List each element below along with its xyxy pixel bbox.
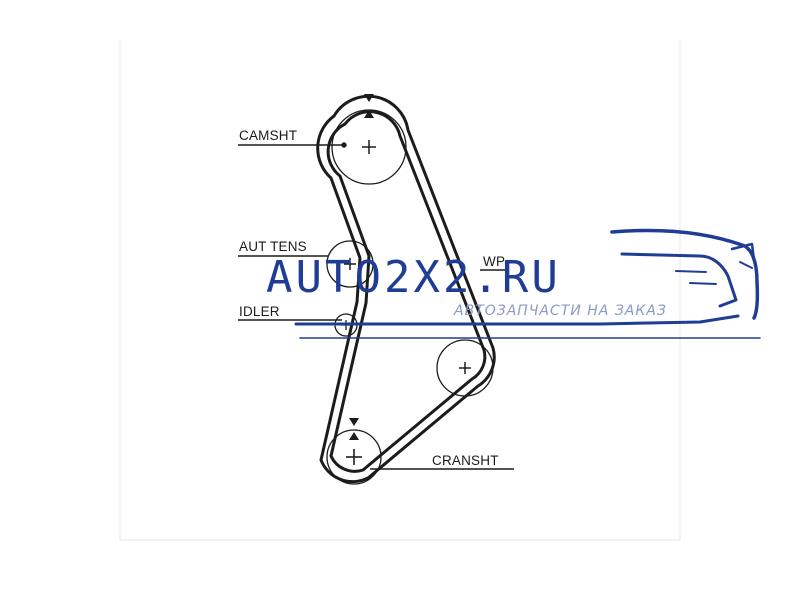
auto-tensioner-pulley bbox=[326, 240, 374, 288]
belt-inner-edge bbox=[326, 110, 487, 473]
center-cross-icon bbox=[346, 449, 362, 465]
watermark-logo: AUTO2X2.RU АВТОЗАПЧАСТИ НА ЗАКАЗ bbox=[266, 228, 761, 339]
center-cross-icon bbox=[344, 258, 356, 270]
watermark-brand: AUTO2X2.RU bbox=[266, 252, 561, 303]
camshaft-pulley bbox=[331, 94, 407, 185]
timing-mark-icon bbox=[349, 418, 359, 426]
label-water-pump: WP bbox=[483, 254, 505, 269]
label-crankshaft: CRANSHT bbox=[432, 453, 499, 468]
sports-car-icon bbox=[294, 228, 761, 339]
label-idler: IDLER bbox=[239, 304, 280, 319]
timing-mark-icon bbox=[364, 94, 374, 102]
timing-belt bbox=[316, 94, 496, 484]
center-cross-icon bbox=[459, 362, 471, 374]
belt-outer-edge bbox=[316, 94, 496, 484]
water-pump-pulley bbox=[436, 339, 494, 397]
leader-dot bbox=[341, 142, 347, 148]
timing-mark-icon bbox=[364, 110, 374, 118]
crankshaft-pulley bbox=[326, 418, 382, 485]
center-cross-icon bbox=[362, 140, 376, 154]
leader-lines bbox=[238, 142, 514, 470]
background-frame bbox=[119, 40, 681, 541]
watermark-tagline: АВТОЗАПЧАСТИ НА ЗАКАЗ bbox=[453, 303, 667, 319]
label-auto-tensioner: AUT TENS bbox=[239, 239, 307, 254]
timing-mark-icon bbox=[349, 432, 359, 440]
label-camshaft: CAMSHT bbox=[239, 128, 297, 143]
